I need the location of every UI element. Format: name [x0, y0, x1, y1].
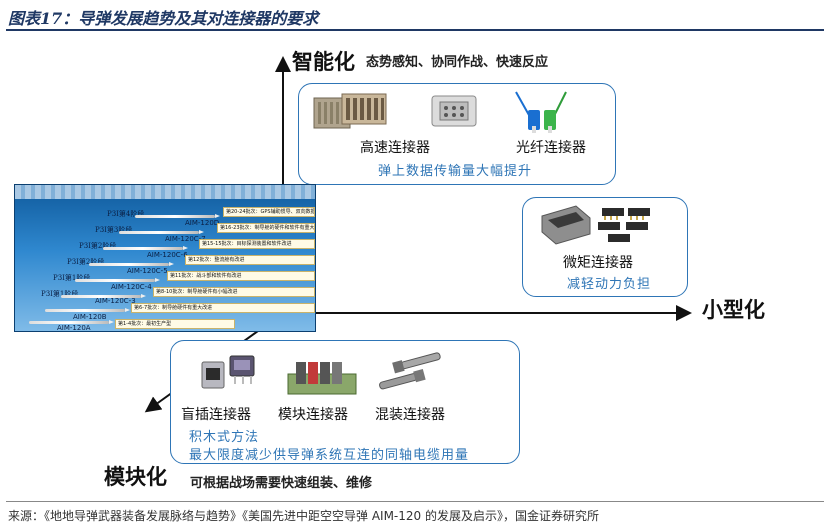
batch-note: 第16-23批次：制导舱的硬件和软件有重大改进	[217, 223, 315, 233]
high-speed-connector-image	[313, 93, 387, 129]
stage-label: P3I第1阶段	[53, 274, 91, 282]
coax-reduction-note: 最大限度减少供导弹系统互连的同轴电缆用量	[189, 448, 470, 463]
missile-aim-120c-7	[119, 230, 204, 234]
micro-rectangular-connector-label: 微矩连接器	[563, 255, 633, 271]
panel-header-strip	[15, 185, 315, 199]
blind-mate-connector-image	[201, 355, 255, 389]
blind-mate-connector-label: 盲插连接器	[181, 407, 251, 423]
figure-title: 图表17：导弹发展趋势及其对连接器的要求	[8, 9, 319, 28]
fiber-optic-connector-image	[515, 91, 567, 133]
model-label: AIM-120C-3	[95, 297, 136, 305]
building-block-note: 积木式方法	[189, 430, 260, 445]
batch-note: 第15-15批次：目标探测装置和软件改进	[199, 239, 315, 249]
stage-label: P3I第3阶段	[95, 226, 133, 234]
stage-label: P3I第2阶段	[67, 258, 105, 266]
missile-aim-120a	[29, 320, 114, 324]
stage-label: P3I第4阶段	[107, 210, 145, 218]
stage-label: P3I第1阶段	[41, 290, 79, 298]
modular-requirements-box	[170, 340, 520, 464]
missile-aim-120c-5	[89, 262, 174, 266]
stage-label: P3I第2阶段	[79, 242, 117, 250]
model-label: AIM-120D	[185, 219, 220, 227]
hybrid-connector-image	[379, 352, 441, 390]
high-speed-connector-label: 高速连接器	[360, 140, 430, 156]
batch-note: 第8-10批次：制导舱硬件有小幅改进	[153, 287, 315, 297]
batch-note: 第11批次：战斗部和软件有改进	[167, 271, 315, 281]
modular-axis-desc: 可根据战场需要快速组装、维修	[190, 476, 373, 491]
batch-note: 第20-24批次：GPS辅助惯导、双向数据链	[223, 207, 315, 217]
missile-aim-120c-3	[61, 294, 146, 298]
intelligent-axis-desc: 态势感知、协同作战、快速反应	[366, 55, 549, 70]
model-label: AIM-120C-4	[111, 283, 152, 291]
micro-rectangular-connector-image	[541, 205, 650, 245]
missile-aim-120d	[135, 214, 220, 218]
intelligent-axis-title: 智能化	[292, 50, 355, 74]
high-speed-connector-module-image	[431, 95, 477, 127]
model-label: AIM-120C-6	[147, 251, 188, 259]
modular-connector-image	[287, 362, 357, 395]
batch-note: 第12批次：整流舱有改进	[185, 255, 315, 265]
miniaturization-axis-title: 小型化	[702, 298, 765, 322]
missile-aim-120c-6	[103, 246, 188, 250]
batch-note: 第1-4批次：最初生产型	[115, 319, 235, 329]
hybrid-connector-label: 混装连接器	[375, 407, 445, 423]
model-label: AIM-120C-5	[127, 267, 168, 275]
reduce-power-burden-note: 减轻动力负担	[567, 277, 652, 292]
source-divider	[6, 501, 824, 502]
modular-connector-label: 模块连接器	[278, 407, 348, 423]
model-label: AIM-120C-7	[165, 235, 206, 243]
modular-axis-title: 模块化	[104, 465, 167, 489]
model-label: AIM-120A	[57, 324, 91, 332]
aim-120-development-panel: P3I第4阶段 P3I第3阶段 P3I第2阶段 P3I第2阶段 P3I第1阶段 …	[14, 184, 316, 332]
data-transmission-note: 弹上数据传输量大幅提升	[378, 164, 533, 179]
title-divider	[6, 29, 824, 31]
fiber-optic-connector-label: 光纤连接器	[516, 140, 586, 156]
missile-aim-120b	[45, 308, 130, 312]
model-label: AIM-120B	[73, 313, 107, 321]
batch-note: 第6-7批次：制导舱硬件有重大改进	[131, 303, 315, 313]
source-note: 来源：《地地导弹武器装备发展脉络与趋势》《美国先进中距空空导弹 AIM-120 …	[8, 509, 599, 523]
missile-aim-120c-4	[75, 278, 160, 282]
